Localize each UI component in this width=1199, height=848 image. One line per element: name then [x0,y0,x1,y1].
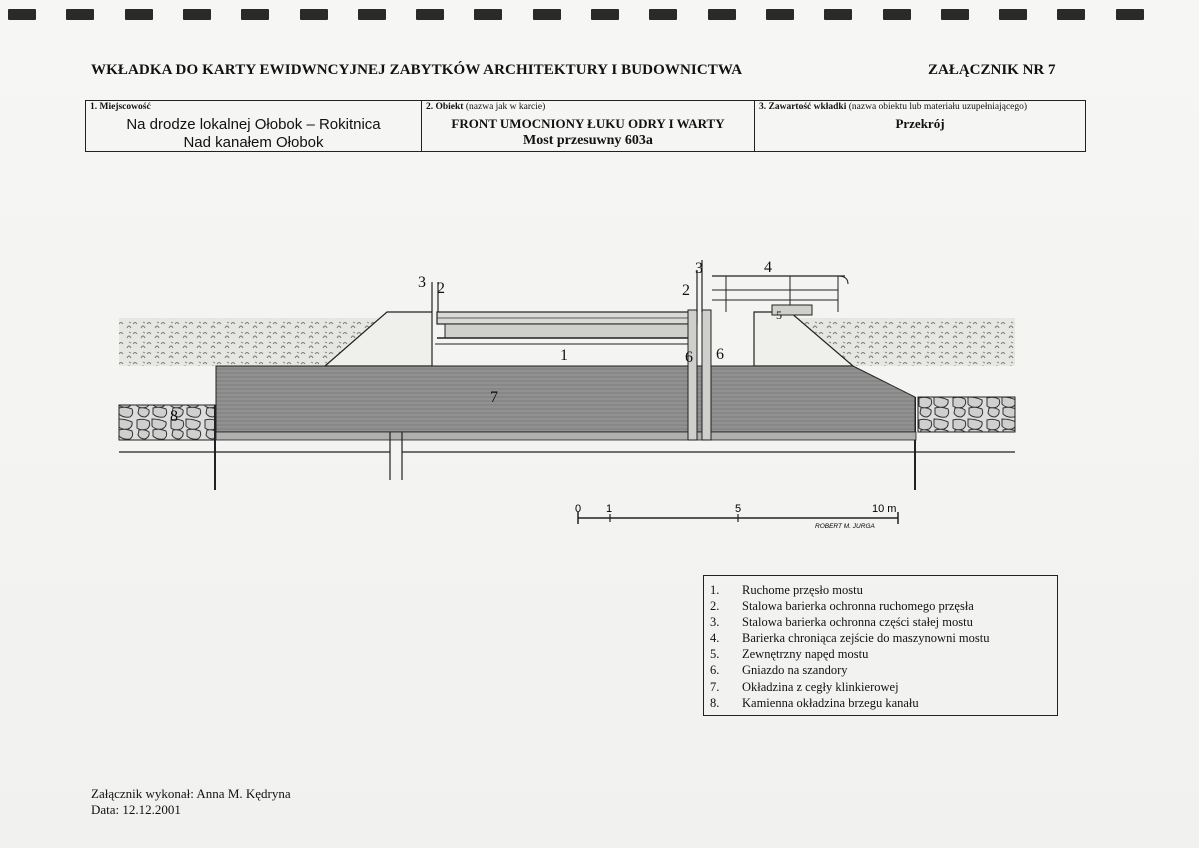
callout-8: 8 [170,408,178,425]
document-title: WKŁADKA DO KARTY EWIDWNCYJNEJ ZABYTKÓW A… [91,62,743,78]
binding-hole [299,9,328,20]
binding-hole [416,9,445,20]
callout-4: 4 [764,259,772,276]
locality-cell: 1. Miejscowość Na drodze lokalnej Ołobok… [86,101,421,151]
scale-tick-0: 0 [575,503,581,515]
binding-hole [532,9,561,20]
scale-tick-10: 10 m [872,503,896,515]
footer-author: Załącznik wykonał: Anna M. Kędryna [91,786,291,801]
binding-hole [1057,9,1086,20]
contents-label: 3. Zawartość wkładki (nazwa obiektu lub … [759,102,1028,112]
callouts: 1 2 2 3 3 4 5 6 6 7 8 [170,259,782,425]
binding-hole [182,9,211,20]
legend-item: 3.Stalowa barierka ochronna części stałe… [710,615,973,630]
machinery-railing [712,275,849,316]
scale-tick-1: 1 [606,503,612,515]
binding-hole [241,9,270,20]
object-label: 2. Obiekt (nazwa jak w karcie) [426,102,546,112]
header-table: 1. Miejscowość Na drodze lokalnej Ołobok… [85,100,1086,152]
annex-number: ZAŁĄCZNIK NR 7 [928,62,1056,78]
legend-item: 8.Kamienna okładzina brzegu kanału [710,695,919,710]
binding-hole [765,9,794,20]
contents-cell: 3. Zawartość wkładki (nazwa obiektu lub … [754,101,1085,151]
binding-hole [649,9,678,20]
callout-5: 5 [776,308,782,322]
legend-item: 7.Okładzina z cegły klinkierowej [710,679,899,694]
locality-label: 1. Miejscowość [90,102,151,112]
binding-hole [474,9,503,20]
binding-hole [591,9,619,20]
binding-holes [8,9,1193,21]
object-line-1: FRONT UMOCNIONY ŁUKU ODRY I WARTY [451,116,725,131]
callout-3-right: 3 [695,260,703,277]
binding-hole [1115,9,1144,20]
brick-lining [215,365,917,441]
callout-6-right: 6 [716,346,724,363]
legend-item: 5.Zewnętrzny napęd mostu [710,647,869,662]
stoplog-slots [389,260,712,480]
scale-tick-5: 5 [735,503,741,515]
legend-item: 4.Barierka chroniąca zejście do maszynow… [710,631,990,646]
callout-1: 1 [560,347,568,364]
object-line-2: Most przesuwny 603a [523,133,653,148]
legend-item: 2.Stalowa barierka ochronna ruchomego pr… [710,599,974,614]
object-cell: 2. Obiekt (nazwa jak w karcie) FRONT UMO… [421,101,754,151]
callout-7: 7 [490,389,498,406]
callout-6-left: 6 [685,349,693,366]
callout-2-left: 2 [437,280,445,297]
drawing-author: ROBERT M. JURGA [815,523,875,530]
binding-hole [882,9,911,20]
binding-hole [707,9,736,20]
binding-hole [124,9,153,20]
legend-item: 1.Ruchome przęsło mostu [710,583,863,597]
footer-date: Data: 12.12.2001 [91,802,181,817]
sliding-span [436,311,698,339]
callout-2-right: 2 [682,282,690,299]
binding-hole [8,9,36,20]
binding-hole [357,9,386,20]
binding-hole [940,9,969,20]
legend-box: 1.Ruchome przęsło mostu 2.Stalowa barier… [703,575,1058,716]
scale-bar: 0 1 5 10 m ROBERT M. JURGA [575,503,899,530]
binding-hole [824,9,853,20]
legend-item: 6.Gniazdo na szandory [710,663,848,678]
binding-hole [999,9,1028,20]
contents-line-1: Przekrój [895,116,945,131]
callout-3-left: 3 [418,274,426,291]
locality-line-2: Nad kanałem Ołobok [183,134,324,151]
binding-hole [66,9,95,20]
locality-line-1: Na drodze lokalnej Ołobok – Rokitnica [126,116,381,133]
